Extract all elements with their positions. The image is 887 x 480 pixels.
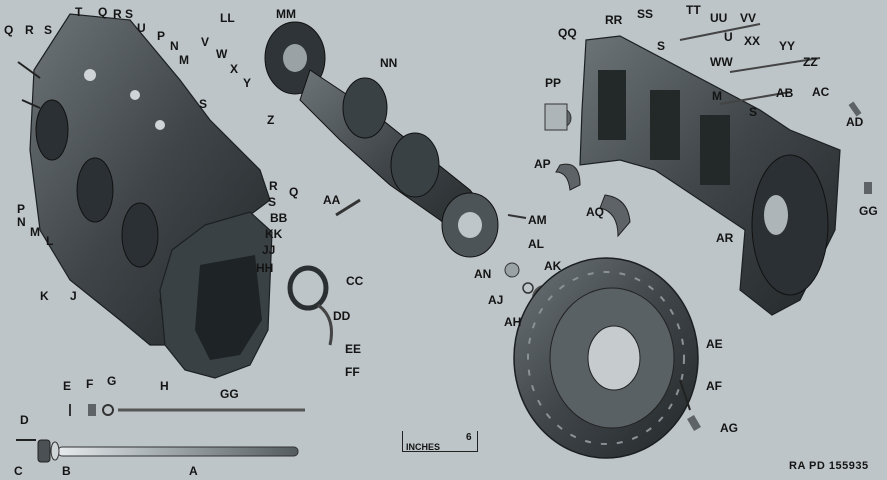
callout-al: AL	[528, 237, 544, 251]
callout-f: F	[86, 377, 94, 391]
callout-an: AN	[474, 267, 492, 281]
callout-gg: GG	[859, 204, 878, 218]
callout-y: Y	[243, 76, 252, 90]
callout-s: S	[749, 105, 758, 119]
callout-d: D	[20, 413, 29, 427]
callout-e: E	[63, 379, 72, 393]
flange-ring	[513, 257, 701, 459]
callout-a: A	[189, 464, 198, 478]
callout-pp: PP	[545, 76, 562, 90]
callout-am: AM	[528, 213, 547, 227]
callout-bb: BB	[270, 211, 288, 225]
callout-m: M	[30, 225, 40, 239]
callout-b: B	[62, 464, 71, 478]
callout-ac: AC	[812, 85, 830, 99]
callout-l: L	[46, 234, 54, 248]
callout-kk: KK	[265, 227, 283, 241]
callout-p: P	[157, 29, 166, 43]
callout-jj: JJ	[262, 243, 276, 257]
callout-m: M	[712, 89, 722, 103]
callout-rr: RR	[605, 13, 623, 27]
callout-r: R	[25, 23, 34, 37]
camshaft-tube	[16, 439, 299, 463]
scale-bar-unit: INCHES	[406, 442, 441, 452]
callout-tt: TT	[686, 3, 701, 17]
callout-w: W	[216, 47, 228, 61]
callout-xx: XX	[744, 34, 761, 48]
callout-nn: NN	[380, 56, 398, 70]
scale-bar-value: 6	[466, 432, 472, 443]
callout-n: N	[170, 39, 179, 53]
callout-s: S	[125, 7, 134, 21]
callout-aa: AA	[323, 193, 341, 207]
crankshaft	[264, 21, 499, 258]
callout-qq: QQ	[558, 26, 577, 40]
left-crankcase-half	[17, 13, 273, 379]
callout-yy: YY	[779, 39, 796, 53]
callout-q: Q	[98, 5, 108, 19]
callout-r: R	[113, 7, 122, 21]
callout-s: S	[657, 39, 666, 53]
callout-q: Q	[4, 23, 14, 37]
callout-ad: AD	[846, 115, 864, 129]
callout-t: T	[75, 5, 83, 19]
callout-zz: ZZ	[803, 55, 818, 69]
callout-c: C	[14, 464, 23, 478]
callout-ar: AR	[716, 231, 734, 245]
right-crankcase-half	[579, 23, 841, 316]
callout-s: S	[199, 97, 208, 111]
callout-ak: AK	[544, 259, 562, 273]
callout-ag: AG	[720, 421, 738, 435]
callout-hh: HH	[256, 261, 274, 275]
callout-s: S	[44, 23, 53, 37]
callout-r: R	[269, 179, 278, 193]
callout-aj: AJ	[488, 293, 504, 307]
callout-q: Q	[289, 185, 299, 199]
tube-assembly	[69, 404, 305, 416]
callout-m: M	[179, 53, 189, 67]
callout-af: AF	[706, 379, 722, 393]
scale-bar	[402, 431, 478, 452]
callout-ap: AP	[534, 157, 551, 171]
callout-ss: SS	[637, 7, 654, 21]
callout-ae: AE	[706, 337, 723, 351]
callout-mm: MM	[276, 7, 296, 21]
callout-gg: GG	[220, 387, 239, 401]
callout-ll: LL	[220, 11, 235, 25]
callout-uu: UU	[710, 11, 728, 25]
callout-ww: WW	[710, 55, 733, 69]
callout-ff: FF	[345, 365, 360, 379]
callout-cc: CC	[346, 274, 364, 288]
callout-u: U	[137, 21, 146, 35]
callout-z: Z	[267, 113, 275, 127]
callout-n: N	[17, 215, 26, 229]
callout-aq: AQ	[586, 205, 604, 219]
callout-x: X	[230, 62, 239, 76]
callout-k: K	[40, 289, 49, 303]
callout-vv: VV	[740, 11, 757, 25]
callout-ab: AB	[776, 86, 794, 100]
callout-h: H	[160, 379, 169, 393]
callout-ee: EE	[345, 342, 362, 356]
callout-j: J	[70, 289, 77, 303]
callout-g: G	[107, 374, 117, 388]
callout-ah: AH	[504, 315, 522, 329]
bushings	[544, 101, 872, 238]
callout-p: P	[17, 202, 26, 216]
callout-v: V	[201, 35, 210, 49]
callout-u: U	[724, 30, 733, 44]
plate-number: RA PD 155935	[789, 460, 869, 472]
callout-s: S	[268, 195, 277, 209]
callout-dd: DD	[333, 309, 351, 323]
